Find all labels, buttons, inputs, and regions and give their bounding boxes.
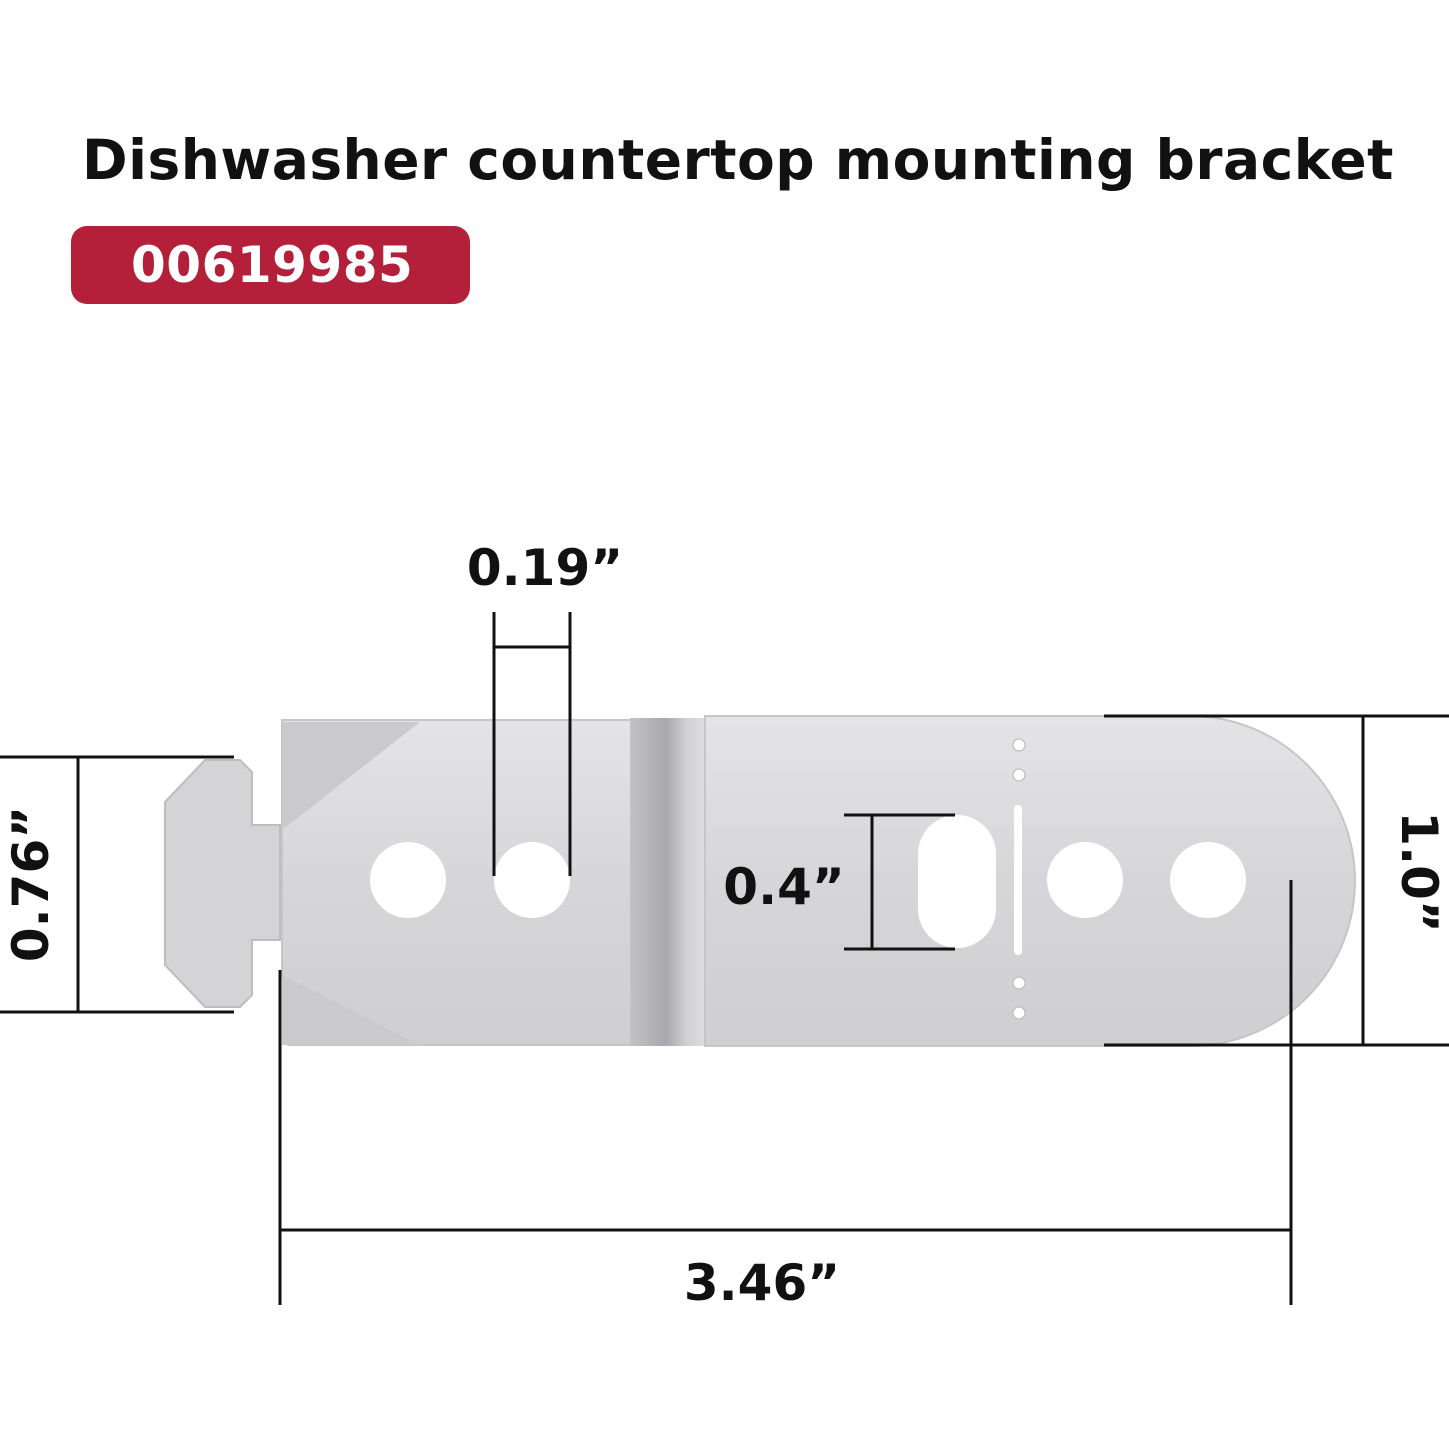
hook-tab xyxy=(164,759,281,1008)
slot-height-label: 0.4” xyxy=(723,858,844,916)
perforation-dot xyxy=(1012,1006,1026,1020)
mounting-hole xyxy=(494,842,570,918)
adjustment-slot xyxy=(918,815,996,948)
bend-fold xyxy=(630,718,710,1046)
tab-height-label: 0.76” xyxy=(2,806,60,962)
part-number: 00619985 xyxy=(131,236,414,294)
score-slot xyxy=(1014,805,1022,955)
lower-rib xyxy=(282,975,420,1045)
dimension-lines xyxy=(0,612,1449,1305)
bracket-length-label: 3.46” xyxy=(684,1254,840,1312)
part-number-badge: 00619985 xyxy=(71,226,470,304)
mounting-hole xyxy=(1170,842,1246,918)
perforation-dot xyxy=(1012,738,1026,752)
mounting-hole xyxy=(370,842,446,918)
mounting-hole xyxy=(1047,842,1123,918)
page-title: Dishwasher countertop mounting bracket xyxy=(82,128,1394,192)
perforation-dot xyxy=(1012,768,1026,782)
perforation-dot xyxy=(1012,976,1026,990)
hole-diameter-label: 0.19” xyxy=(467,539,623,597)
mounting-bracket xyxy=(164,715,1356,1047)
upper-rib xyxy=(282,722,420,830)
bracket-width-label: 1.0” xyxy=(1390,811,1448,932)
right-plate xyxy=(704,715,1356,1047)
